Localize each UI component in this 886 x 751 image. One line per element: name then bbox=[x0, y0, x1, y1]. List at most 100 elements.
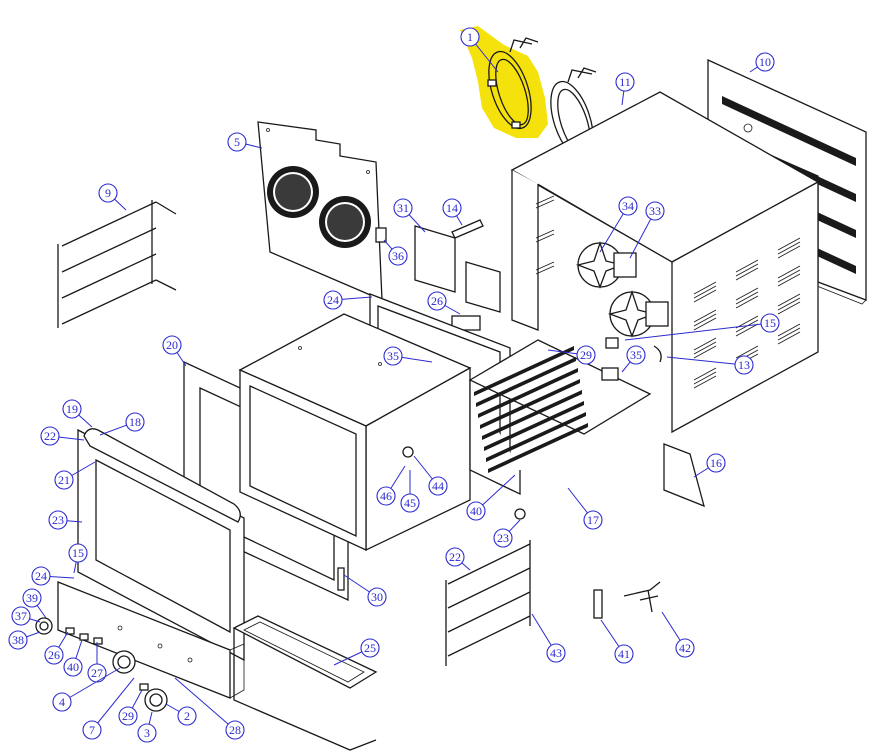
callout-7: 7 bbox=[82, 677, 135, 740]
seal-part-30 bbox=[337, 567, 345, 591]
callout-label: 36 bbox=[392, 249, 404, 263]
callout-39: 39 bbox=[22, 588, 47, 619]
rack-part-43 bbox=[445, 540, 531, 666]
callout-21: 21 bbox=[54, 461, 96, 490]
louver-slot bbox=[535, 195, 555, 209]
callout-26: 26 bbox=[427, 291, 461, 315]
callout-label: 22 bbox=[449, 550, 461, 564]
callout-label: 15 bbox=[72, 546, 84, 560]
foot-part-23 bbox=[514, 508, 526, 520]
callout-label: 34 bbox=[622, 199, 634, 213]
callout-33: 33 bbox=[629, 201, 665, 259]
hose-part-13 bbox=[653, 345, 662, 363]
callout-23: 23 bbox=[493, 519, 521, 548]
callout-label: 23 bbox=[52, 513, 64, 527]
rod-part-14 bbox=[451, 219, 484, 239]
grill-slot bbox=[474, 346, 574, 396]
louver-slot bbox=[735, 287, 759, 309]
side-bracket-part-16 bbox=[663, 443, 705, 508]
rack-part-9 bbox=[57, 200, 177, 328]
cover-plate-small bbox=[465, 261, 501, 313]
callout-26: 26 bbox=[44, 631, 69, 665]
callout-label: 10 bbox=[759, 55, 771, 69]
grill-slot bbox=[480, 379, 580, 429]
fan-plate-part-5 bbox=[257, 121, 383, 302]
callout-20: 20 bbox=[162, 335, 187, 367]
callout-label: 44 bbox=[432, 479, 444, 493]
callout-label: 13 bbox=[738, 358, 750, 372]
bracket-part-36 bbox=[375, 227, 387, 243]
grill-slot bbox=[488, 423, 588, 473]
oven-door-part-21 bbox=[77, 428, 245, 662]
callout-17: 17 bbox=[567, 487, 603, 530]
callout-15: 15 bbox=[624, 313, 780, 341]
grill-slot bbox=[478, 368, 578, 418]
callout-label: 21 bbox=[58, 473, 70, 487]
callout-1: 1 bbox=[460, 27, 499, 73]
cover-plate-part-31 bbox=[414, 225, 456, 293]
callout-4: 4 bbox=[52, 667, 121, 712]
louver-slot bbox=[535, 229, 555, 243]
callout-label: 45 bbox=[404, 496, 416, 510]
callout-44: 44 bbox=[413, 455, 448, 496]
louver-slot bbox=[693, 309, 717, 331]
callout-label: 38 bbox=[12, 633, 24, 647]
callout-29: 29 bbox=[118, 689, 143, 726]
callout-label: 7 bbox=[89, 723, 95, 737]
callout-label: 20 bbox=[166, 338, 178, 352]
callout-9: 9 bbox=[98, 183, 127, 211]
louver-slot bbox=[777, 265, 801, 287]
callout-label: 27 bbox=[91, 666, 103, 680]
louver-slot bbox=[693, 337, 717, 359]
oven-chamber bbox=[238, 313, 472, 552]
callout-label: 15 bbox=[764, 316, 776, 330]
callout-label: 24 bbox=[35, 569, 47, 583]
callout-45: 45 bbox=[400, 470, 420, 513]
callout-46: 46 bbox=[376, 465, 406, 506]
callout-label: 16 bbox=[710, 456, 722, 470]
callout-14: 14 bbox=[442, 198, 463, 226]
callout-22: 22 bbox=[40, 426, 85, 446]
highlight-part-1 bbox=[460, 26, 548, 138]
callout-label: 5 bbox=[234, 135, 240, 149]
callout-15: 15 bbox=[68, 543, 88, 574]
callout-11: 11 bbox=[615, 72, 635, 106]
control-knobs bbox=[35, 617, 168, 712]
callout-10: 10 bbox=[749, 52, 775, 73]
callout-label: 26 bbox=[48, 648, 60, 662]
louver-slot bbox=[777, 293, 801, 315]
callout-43: 43 bbox=[531, 613, 566, 663]
callout-label: 26 bbox=[431, 294, 443, 308]
callout-label: 42 bbox=[679, 641, 691, 655]
callout-38: 38 bbox=[8, 630, 41, 650]
grill-slot bbox=[476, 357, 576, 407]
outer-cabinet-part-11 bbox=[510, 91, 820, 434]
callout-label: 22 bbox=[44, 429, 56, 443]
fan-assembly-parts-33-34 bbox=[575, 240, 669, 338]
callout-label: 2 bbox=[184, 709, 190, 723]
callout-30: 30 bbox=[343, 574, 387, 607]
hinge-part-41 bbox=[593, 589, 603, 619]
callout-36: 36 bbox=[383, 239, 408, 266]
callout-27: 27 bbox=[87, 642, 107, 683]
louver-slot bbox=[777, 323, 801, 345]
callout-19: 19 bbox=[62, 399, 93, 428]
callout-label: 23 bbox=[497, 531, 509, 545]
callout-label: 11 bbox=[619, 75, 631, 89]
grill-slot bbox=[484, 401, 584, 451]
callout-label: 37 bbox=[15, 609, 27, 623]
callout-25: 25 bbox=[333, 638, 380, 666]
callout-18: 18 bbox=[99, 412, 145, 436]
callout-label: 14 bbox=[446, 201, 458, 215]
switch-part-35 bbox=[601, 367, 619, 381]
terminal-block-part-26 bbox=[451, 315, 481, 331]
callout-label: 35 bbox=[630, 348, 642, 362]
callout-34: 34 bbox=[599, 196, 638, 253]
callout-23: 23 bbox=[48, 510, 83, 530]
callout-35: 35 bbox=[621, 345, 646, 373]
heating-element-part-1 bbox=[487, 37, 539, 130]
callout-label: 30 bbox=[371, 590, 383, 604]
louver-slot bbox=[693, 367, 717, 389]
callout-label: 43 bbox=[550, 646, 562, 660]
callout-28: 28 bbox=[174, 677, 245, 740]
